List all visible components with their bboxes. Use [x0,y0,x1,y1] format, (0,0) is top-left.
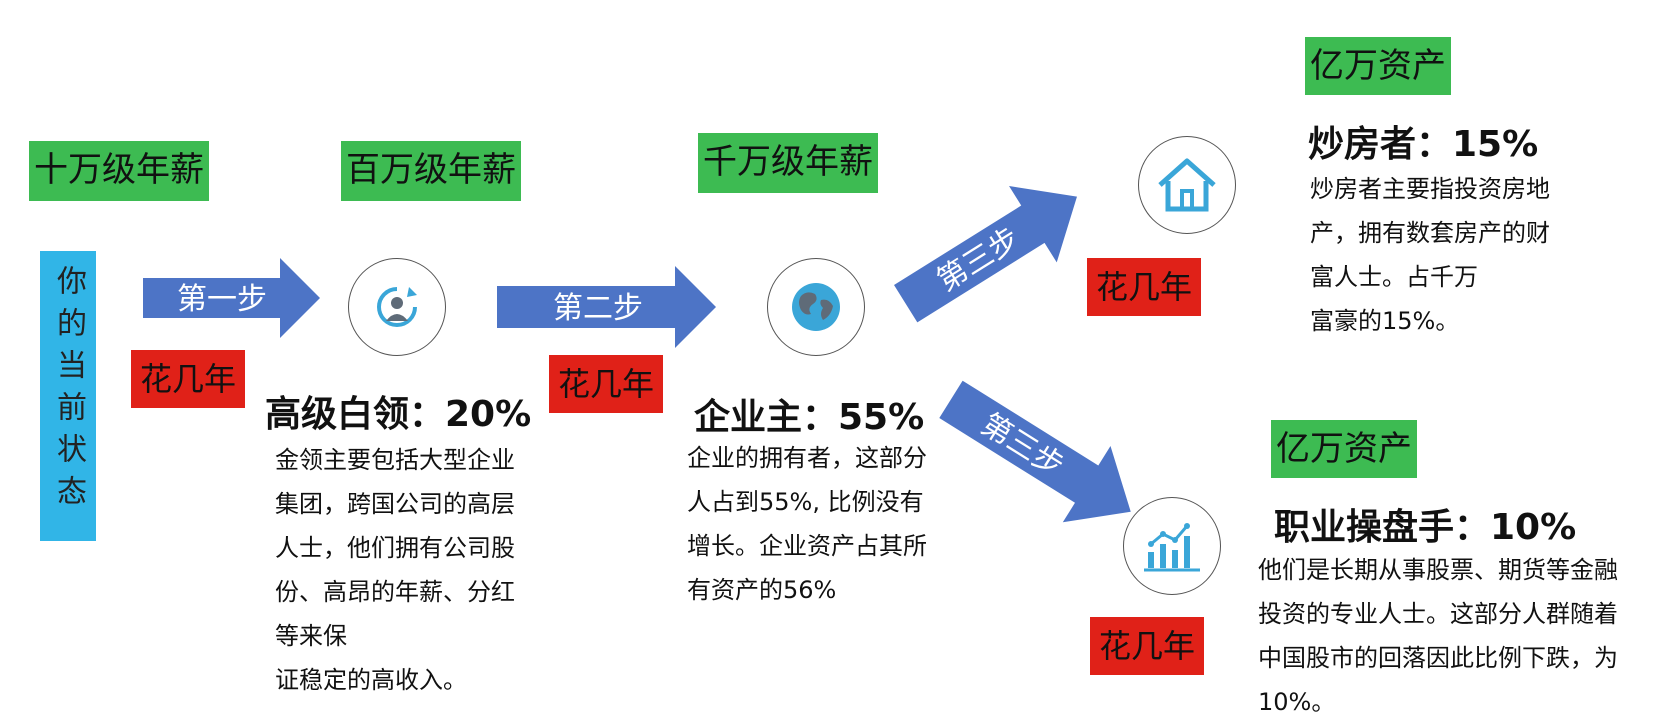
globe-icon [792,283,840,331]
current-state-box: 你的当前状态 [40,251,96,541]
desc-line: 富人士。占千万 [1310,263,1478,291]
step-label-2: 第二步 [553,291,643,326]
step-arrow-3b: 第三步 [939,380,1131,523]
level-label-100k: 十万级年薪 [29,141,209,201]
step-arrow-3a: 第三步 [894,186,1077,323]
desc-line: 炒房者主要指投资房地 [1310,175,1550,203]
white-collar-description: 金领主要包括大型企业 集团，跨国公司的高层 人士，他们拥有公司股 份、高昂的年薪… [275,438,515,702]
current-state-label: 你的当前状态 [51,265,86,517]
desc-line: 10%。 [1258,688,1336,716]
speculator-heading: 炒房者：15% [1308,124,1539,165]
desc-line: 证稳定的高收入。 [275,666,467,694]
desc-line: 他们是长期从事股票、期货等金融 [1258,556,1618,584]
years-label-2: 花几年 [549,355,663,413]
step-label-1: 第一步 [177,282,267,317]
desc-line: 金领主要包括大型企业 [275,446,515,474]
white-collar-circle [348,258,446,356]
trader-heading: 职业操盘手：10% [1274,507,1577,548]
desc-line: 产，拥有数套房产的财 [1310,219,1550,247]
trader-description: 他们是长期从事股票、期货等金融 投资的专业人士。这部分人群随着 中国股市的回落因… [1258,548,1618,724]
step-arrow-2: 第二步 [497,266,716,348]
level-label-100m-top: 亿万资产 [1305,37,1451,95]
desc-line: 中国股市的回落因此比例下跌，为 [1258,644,1618,672]
chart-icon [1144,523,1200,572]
level-label-10m: 千万级年薪 [698,133,878,193]
step-arrow-1: 第一步 [143,258,320,338]
business-owner-heading: 企业主：55% [694,397,925,438]
desc-line: 投资的专业人士。这部分人群随着 [1258,600,1618,628]
desc-line: 人士，他们拥有公司股 [275,534,515,562]
years-label-3a: 花几年 [1087,258,1201,316]
speculator-circle [1138,136,1236,234]
trader-circle [1123,497,1221,595]
business-owner-description: 企业的拥有者，这部分 人占到55%, 比例没有 增长。企业资产占其所 有资产的5… [687,436,927,612]
speculator-description: 炒房者主要指投资房地 产，拥有数套房产的财 富人士。占千万 富豪的15%。 [1310,167,1550,343]
desc-line: 富豪的15%。 [1310,307,1460,335]
desc-line: 人占到55%, 比例没有 [687,488,924,516]
business-owner-circle [767,258,865,356]
desc-line: 等来保 [275,622,347,650]
desc-line: 增长。企业资产占其所 [687,532,927,560]
desc-line: 份、高昂的年薪、分红 [275,578,515,606]
years-label-3b: 花几年 [1090,617,1204,675]
years-label-1: 花几年 [131,350,245,408]
desc-line: 有资产的56% [687,576,837,604]
house-icon [1158,158,1216,212]
desc-line: 集团，跨国公司的高层 [275,490,515,518]
level-label-1m: 百万级年薪 [341,141,521,201]
desc-line: 企业的拥有者，这部分 [687,444,927,472]
level-label-100m-bottom: 亿万资产 [1271,420,1417,478]
refresh-person-icon [377,287,417,327]
white-collar-heading: 高级白领：20% [265,394,532,435]
